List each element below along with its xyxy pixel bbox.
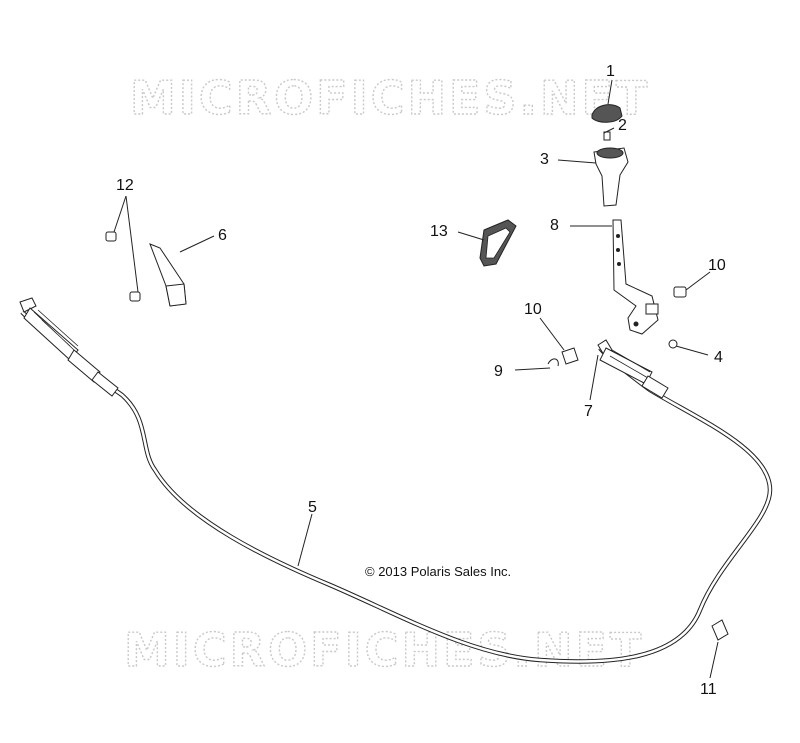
copyright-text: © 2013 Polaris Sales Inc. (365, 564, 511, 579)
leader-lines (113, 79, 719, 679)
callout-2: 2 (618, 117, 627, 134)
part-5-cable (20, 310, 773, 664)
part-9-clip (547, 358, 559, 367)
part-13-bezel (479, 219, 517, 267)
part-10-bushing-left (561, 347, 579, 365)
callout-9: 9 (494, 363, 503, 380)
callout-5: 5 (308, 499, 317, 516)
callout-10-left: 10 (524, 301, 542, 318)
callout-13: 13 (430, 223, 448, 240)
part-6-bracket (149, 243, 187, 307)
callout-1: 1 (606, 63, 615, 80)
part-1-knob-cap (591, 104, 623, 123)
part-11-clip (711, 619, 729, 641)
callout-12: 12 (116, 177, 134, 194)
callout-11: 11 (700, 681, 717, 698)
callout-10-right: 10 (708, 257, 726, 274)
part-7-cable-end (597, 339, 669, 399)
part-8-shift-lever (612, 219, 659, 335)
part-10-bushing-right (673, 286, 687, 298)
part-4-nut (668, 339, 678, 349)
callout-6: 6 (218, 227, 227, 244)
callout-3: 3 (540, 151, 549, 168)
callout-7: 7 (584, 403, 593, 420)
cable-left-boot (19, 297, 119, 397)
part-2-screw (603, 131, 611, 141)
watermark-top: MICROFICHES.NET (130, 71, 650, 125)
callout-8: 8 (550, 217, 559, 234)
part-12-bolts (105, 231, 141, 302)
part-3-shift-knob (593, 147, 629, 207)
watermark-bottom: MICROFICHES.NET (124, 623, 644, 677)
callout-4: 4 (714, 349, 723, 366)
